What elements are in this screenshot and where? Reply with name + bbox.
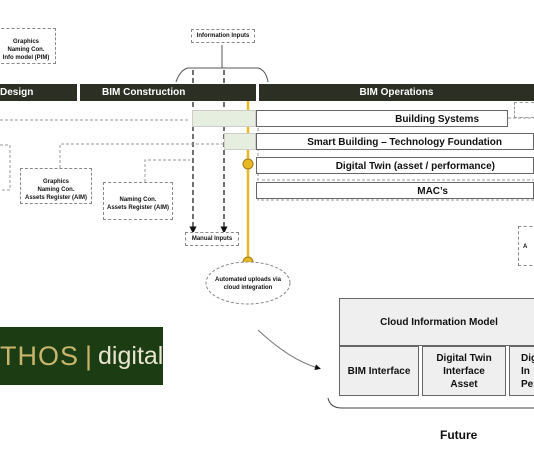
box-line: Naming Con. [119,197,157,203]
box-label: A [523,244,528,250]
bar-digital-twin: Digital Twin (asset / performance) [256,157,534,174]
cell-line: Asset [450,378,478,390]
box-line: Automated uploads via [214,277,281,283]
box-line: Naming Con. [37,187,75,193]
box-line: Info model (PIM) [2,55,50,61]
highlight-cell [224,133,256,150]
cell-line: Dig [521,352,534,364]
phase-label: Design [0,87,34,98]
automated-uploads-label: Automated uploads via cloud integration [206,276,290,292]
phase-operations: BIM Operations [259,84,534,101]
cell-line: Interface [443,365,485,377]
bim-interface: BIM Interface [339,346,419,396]
ethos-digital-logo: THOS | digital [0,327,163,385]
box-line: Naming Con. [7,47,45,53]
future-text: Future [440,428,478,442]
bracket-shape [175,67,269,83]
phase-label: BIM Construction [102,87,186,98]
digital-twin-performance-interface: Dig In Per [509,346,534,396]
box-line: Assets Register (AIM) [24,195,87,201]
box-line: Assets Register (AIM) [106,205,169,211]
box-line: Graphics [12,39,39,45]
box-line: Graphics [42,179,69,185]
offscreen-box-right: A [518,226,534,266]
cell-label: BIM Interface [347,365,411,377]
bar-label: Smart Building – Technology Foundation [307,137,502,148]
bar-macs: MAC’s [256,182,534,199]
cell-line: In [521,365,530,377]
phase-construction: BIM Construction [80,84,256,101]
highlight-cell [192,110,256,127]
logo-wordmark: THOS [0,340,80,371]
box-label: Manual Inputs [191,236,233,242]
phase-design: Design [0,84,77,101]
box-line: cloud integration [223,285,273,291]
future-label: Future [440,428,477,442]
info-model-box: Graphics Naming Con. Info model (PIM) [0,28,56,64]
information-inputs-box: Information Inputs [191,29,255,43]
bar-smart-building: Smart Building – Technology Foundation [256,133,534,150]
manual-inputs-box: Manual Inputs [185,232,239,246]
bar-label: MAC’s [417,186,448,197]
phase-label: BIM Operations [359,87,434,98]
offscreen-box [514,102,534,118]
logo-suffix: digital [98,341,164,370]
aim-box-naming: Naming Con. Assets Register (AIM) [103,182,173,220]
cell-line: Digital Twin [436,352,492,364]
bar-label: Digital Twin (asset / performance) [335,161,495,172]
cell-label: Cloud Information Model [380,316,498,328]
cell-line: Per [521,378,534,390]
bar-building-systems: Building Systems [256,110,508,127]
aim-box-graphics: Graphics Naming Con. Assets Register (AI… [20,168,92,204]
logo-divider: | [85,340,93,371]
digital-twin-asset-interface: Digital Twin Interface Asset [422,346,506,396]
cloud-information-model: Cloud Information Model [339,298,534,346]
bar-label: Building Systems [395,114,479,125]
box-label: Information Inputs [196,33,250,39]
node-dot [242,158,254,170]
